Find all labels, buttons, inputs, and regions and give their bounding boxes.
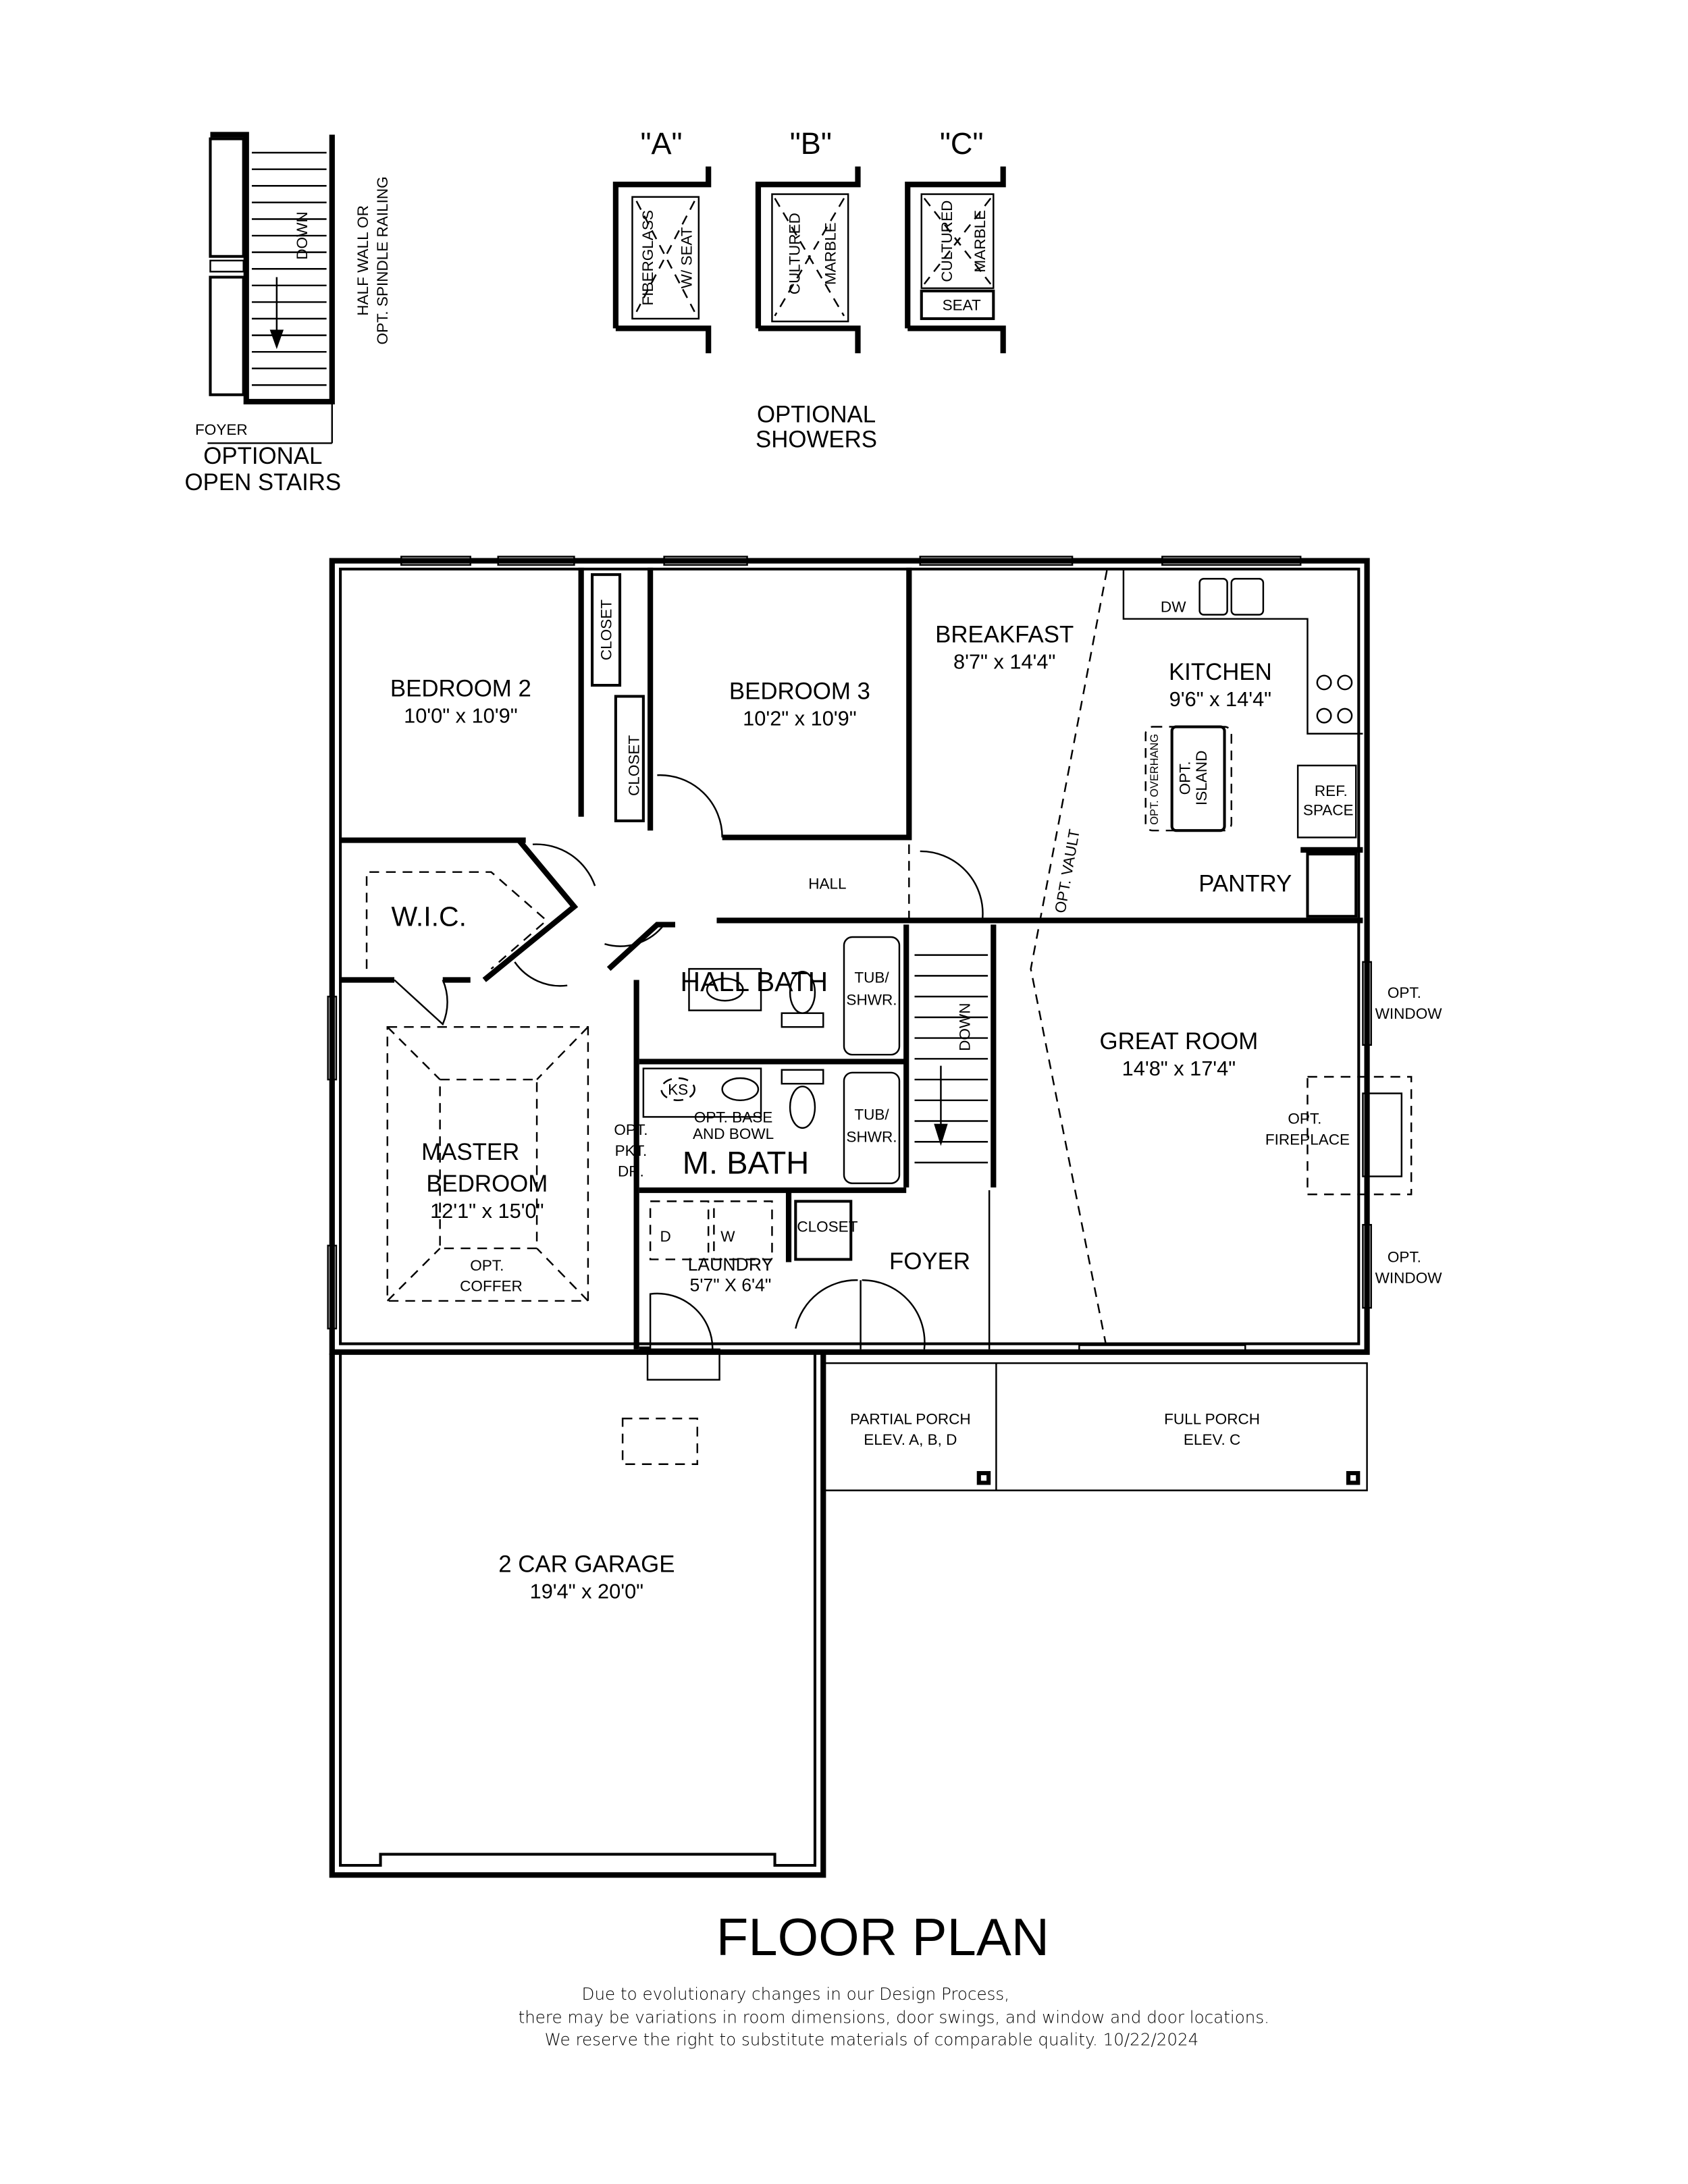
ks-label: KS xyxy=(668,1082,688,1098)
overhang-label: OPT. OVERHANG xyxy=(1149,734,1161,825)
shower-c-text-2: MARBLE xyxy=(972,210,988,273)
foyer-label: FOYER xyxy=(889,1248,970,1275)
full-porch-elev: ELEV. C xyxy=(1184,1431,1240,1448)
shower-c-tag: "C" xyxy=(940,126,984,161)
hall-label: HALL xyxy=(808,875,846,892)
bedroom2-dims: 10'0" x 10'9" xyxy=(404,703,517,727)
optional-showers-inset: "A" FIBERGLASS W/ SEAT "B" CULTURED MARB… xyxy=(612,126,1006,453)
laundry-closet-label: CLOSET xyxy=(797,1218,858,1235)
page-title: FLOOR PLAN xyxy=(716,1909,1049,1967)
bedroom3-name: BEDROOM 3 xyxy=(729,678,870,705)
foyer-inset-label: FOYER xyxy=(195,421,248,438)
closet-label-2: CLOSET xyxy=(626,735,643,796)
island-label-1: OPT. xyxy=(1176,761,1193,795)
note-line-3: We reserve the right to substitute mater… xyxy=(545,2029,1199,2049)
breakfast-dims: 8'7" x 14'4" xyxy=(953,649,1055,673)
m-tub-label-1: TUB/ xyxy=(854,1106,889,1123)
optional-stairs-title-1: OPTIONAL xyxy=(203,443,322,469)
laundry-name: LAUNDRY xyxy=(688,1254,774,1275)
coffer-label-1: OPT. xyxy=(470,1257,504,1274)
m-bath-name: M. BATH xyxy=(683,1144,810,1180)
breakfast-name: BREAKFAST xyxy=(935,622,1074,648)
base-bowl-label-1: OPT. BASE xyxy=(694,1109,772,1126)
opt-window-1a: OPT. xyxy=(1388,984,1421,1001)
pkt-dr-label-3: DR. xyxy=(618,1163,644,1180)
great-room-dims: 14'8" x 17'4" xyxy=(1122,1057,1236,1080)
garage-name: 2 CAR GARAGE xyxy=(498,1551,675,1578)
ref-space-label-2: SPACE xyxy=(1303,802,1354,819)
shower-a-text-2: W/ SEAT xyxy=(679,227,695,288)
wic-label: W.I.C. xyxy=(391,901,467,932)
pkt-dr-label-1: OPT. xyxy=(614,1121,648,1138)
shower-a-tag: "A" xyxy=(640,126,682,161)
full-porch-name: FULL PORCH xyxy=(1164,1410,1260,1427)
dryer-label: D xyxy=(660,1228,671,1245)
stairs-down-main: DOWN xyxy=(956,1003,973,1051)
shower-b-text-2: MARBLE xyxy=(822,222,839,285)
optional-showers-title-1: OPTIONAL xyxy=(757,402,876,428)
note-line-1: Due to evolutionary changes in our Desig… xyxy=(582,1984,1009,2004)
hall-bath-name: HALL BATH xyxy=(681,966,828,997)
shower-b-tag: "B" xyxy=(790,126,832,161)
opt-window-1b: WINDOW xyxy=(1375,1005,1443,1022)
pantry-label: PANTRY xyxy=(1198,870,1292,897)
laundry-dims: 5'7" X 6'4" xyxy=(690,1275,772,1296)
master-name-2: BEDROOM xyxy=(426,1171,548,1197)
kitchen-dims: 9'6" x 14'4" xyxy=(1169,687,1271,711)
bedroom2-name: BEDROOM 2 xyxy=(390,675,531,701)
shower-a-text-1: FIBERGLASS xyxy=(639,210,656,306)
island-label-2: ISLAND xyxy=(1193,751,1210,805)
railing-label-1: HALF WALL OR xyxy=(354,205,371,316)
pkt-dr-label-2: PKT. xyxy=(615,1142,648,1159)
master-dims: 12'1" x 15'0" xyxy=(430,1199,544,1223)
fireplace-label-2: FIREPLACE xyxy=(1265,1131,1350,1148)
great-room-name: GREAT ROOM xyxy=(1100,1028,1259,1055)
garage-dims: 19'4" x 20'0" xyxy=(530,1579,643,1603)
opt-vault-label: OPT. VAULT xyxy=(1052,828,1083,914)
garage-and-porch xyxy=(329,1348,1368,1878)
optional-stairs-title-2: OPEN STAIRS xyxy=(185,469,342,496)
bedroom3-dims: 10'2" x 10'9" xyxy=(743,706,856,730)
coffer-label-2: COFFER xyxy=(460,1278,523,1295)
ref-space-label-1: REF. xyxy=(1315,782,1348,799)
shower-c-text-1: CULTURED xyxy=(939,201,955,282)
room-labels: BEDROOM 2 10'0" x 10'9" BEDROOM 3 10'2" … xyxy=(390,598,1442,1603)
hall-tub-label-2: SHWR. xyxy=(846,991,897,1008)
partial-porch-name: PARTIAL PORCH xyxy=(850,1410,971,1427)
note-line-2: there may be variations in room dimensio… xyxy=(519,2008,1269,2027)
house-walls xyxy=(327,556,1413,1355)
base-bowl-label-2: AND BOWL xyxy=(693,1125,774,1142)
dishwasher-label: DW xyxy=(1161,598,1186,615)
hall-tub-label-1: TUB/ xyxy=(854,969,889,986)
shower-b-text-1: CULTURED xyxy=(786,213,803,294)
kitchen-name: KITCHEN xyxy=(1169,659,1272,685)
partial-porch-elev: ELEV. A, B, D xyxy=(864,1431,957,1448)
opt-window-2b: WINDOW xyxy=(1375,1269,1443,1286)
optional-showers-title-2: SHOWERS xyxy=(756,427,877,453)
railing-label-2: OPT. SPINDLE RAILING xyxy=(374,176,391,344)
master-name-1: MASTER xyxy=(421,1139,519,1165)
opt-window-2a: OPT. xyxy=(1388,1249,1421,1266)
stairs-down-label: DOWN xyxy=(294,211,311,259)
optional-open-stairs-inset: DOWN HALF WALL OR OPT. SPINDLE RAILING F… xyxy=(185,132,391,496)
closet-label-1: CLOSET xyxy=(598,600,615,660)
m-tub-label-2: SHWR. xyxy=(846,1128,897,1145)
shower-c-seat: SEAT xyxy=(943,297,981,314)
washer-label: W xyxy=(720,1228,735,1245)
fireplace-label-1: OPT. xyxy=(1288,1111,1321,1127)
